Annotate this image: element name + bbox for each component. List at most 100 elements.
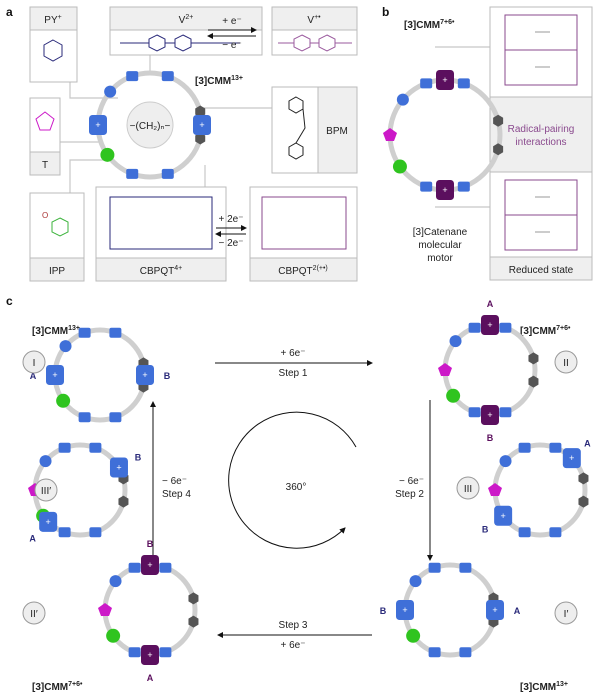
cbpqt-ring	[494, 505, 513, 526]
ring-label: A	[514, 606, 521, 616]
ipp-box: IPP O	[29, 192, 85, 282]
radical-pairing-label-1: Radical-pairing	[508, 124, 575, 135]
cbpqt-ring-charge: +	[95, 120, 100, 130]
bpm-unit	[195, 132, 206, 145]
bpm-unit	[188, 592, 199, 605]
catenane-label-1: [3]Catenane	[413, 227, 468, 238]
panel-label-c: c	[6, 294, 13, 308]
state-IIp: II′	[30, 609, 38, 620]
plus-2e-label: + 2e⁻	[218, 214, 243, 225]
ring-label: B	[135, 453, 142, 463]
viologen-unit	[159, 562, 172, 573]
pyridinium-unit	[499, 455, 512, 468]
cbpqt-ring	[141, 555, 159, 575]
panel-a: a PY+ V2+ + e⁻ − e⁻	[6, 5, 358, 282]
viologen-unit	[420, 181, 433, 192]
bpm-unit	[528, 375, 539, 388]
cbpqt-ring-charge: +	[492, 605, 497, 615]
cbpqt-ring	[436, 180, 454, 200]
bpm-unit	[528, 352, 539, 365]
viologen-unit	[128, 647, 141, 658]
viologen-unit	[159, 647, 172, 658]
cbpqt-ring-charge: +	[569, 453, 574, 463]
cbpqt-ring-charge: +	[142, 370, 147, 380]
viologen-unit	[468, 407, 481, 418]
cbpqt-ring	[396, 600, 414, 620]
ipp-label: IPP	[49, 266, 65, 277]
bpm-label: BPM	[326, 126, 348, 137]
viologen-unit	[126, 71, 139, 82]
bpm-unit	[118, 495, 129, 508]
viologen-unit	[58, 527, 71, 538]
cmm76-title-b: [3]CMM7+6•	[404, 19, 455, 31]
cbpqt-ring	[39, 511, 58, 532]
ring-label: A	[584, 439, 591, 449]
minus-2e-label: − 2e⁻	[218, 238, 243, 249]
state-I: I	[33, 358, 36, 369]
bpm-structure	[288, 96, 306, 160]
ipp-unit	[106, 628, 121, 643]
viologen-unit	[128, 562, 141, 573]
panel-c: c [3]CMM13+ [3]CMM7+6• [3]CMM7+6• [3]CMM…	[6, 294, 591, 693]
bpm-unit	[195, 105, 206, 118]
ring-label: B	[147, 539, 154, 549]
viologen-unit	[459, 562, 472, 573]
plus-e-label: + e⁻	[222, 16, 241, 27]
cbpqt-ring-charge: +	[52, 370, 57, 380]
radical-pair-structure-top	[504, 14, 578, 86]
ring-label: A	[147, 673, 154, 683]
molecular-motor: ++	[89, 70, 211, 180]
triazole-unit	[438, 363, 452, 376]
py-box: PY+	[29, 6, 78, 83]
viologen-unit	[499, 322, 512, 333]
oxygen-atom: O	[42, 211, 48, 220]
cmm13-label-bottom: [3]CMM13+	[520, 681, 568, 693]
triazole-label: T	[42, 160, 48, 171]
step3-electrons: + 6e⁻	[280, 640, 305, 651]
viologen-unit	[161, 71, 174, 82]
panel-label-b: b	[382, 5, 389, 19]
viologen-unit	[161, 168, 174, 179]
cbpqt2-label: CBPQT2(+•)	[278, 265, 328, 277]
cbpqt-ring	[481, 315, 499, 335]
viologen-unit	[89, 442, 102, 453]
molecular-motor: +A+B	[438, 299, 539, 443]
cmm76-label-bottom: [3]CMM7+6•	[32, 681, 83, 693]
viologen-unit	[109, 327, 122, 338]
cbpqt-ring-charge: +	[487, 410, 492, 420]
viologen-unit	[428, 647, 441, 658]
pyridinium-unit	[104, 85, 117, 98]
py-label: PY+	[44, 14, 61, 26]
cbpqt-ring	[481, 405, 499, 425]
v2-box: V2+	[109, 6, 263, 56]
viologen-unit	[428, 562, 441, 573]
cbpqt4-label: CBPQT4+	[140, 265, 182, 277]
cbpqt-ring-charge: +	[442, 185, 447, 195]
viologen-unit	[58, 442, 71, 453]
bpm-unit	[578, 495, 589, 508]
cmm13-title: [3]CMM13+	[195, 75, 243, 87]
cmm76-label-top: [3]CMM7+6•	[520, 325, 571, 337]
radical-pair-structure-bottom	[504, 179, 578, 251]
alkyl-chain-center	[126, 101, 174, 149]
ipp-unit	[100, 147, 115, 162]
ipp-unit	[406, 628, 421, 643]
bpm-box: BPM	[271, 86, 358, 174]
viologen-unit	[457, 181, 470, 192]
cbpqt4-structure	[109, 196, 213, 250]
cbpqt-ring	[562, 448, 581, 469]
catenane-label-3: motor	[427, 253, 453, 264]
ring-label: B	[487, 433, 494, 443]
pyridinium-unit	[109, 575, 122, 588]
viologen-unit	[457, 78, 470, 89]
state-IIIp: III′	[41, 486, 51, 497]
bpm-unit	[493, 143, 504, 156]
ring-label: A	[29, 533, 36, 543]
ring-label: A	[487, 299, 494, 309]
molecular-motor: +A+B	[482, 439, 591, 538]
minus-e-label: − e⁻	[222, 40, 241, 51]
cbpqt-ring-charge: +	[442, 75, 447, 85]
triazole-unit	[488, 483, 502, 496]
bpm-unit	[188, 615, 199, 628]
